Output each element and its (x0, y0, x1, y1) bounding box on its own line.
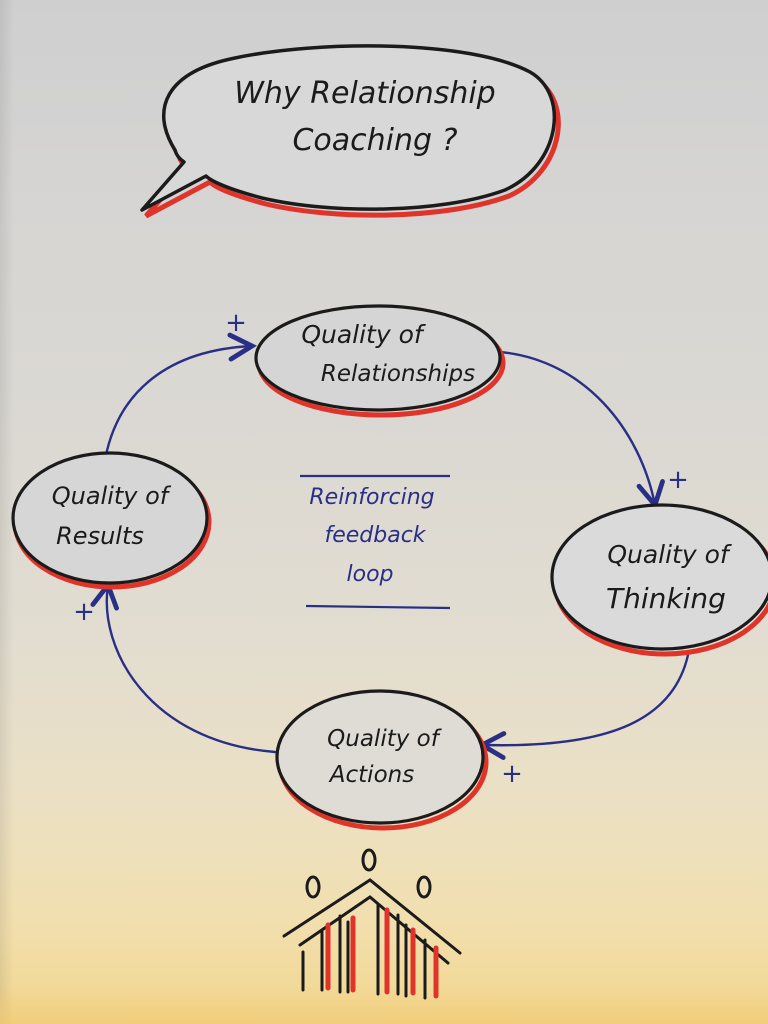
node-thinking-line-1: Quality of (607, 540, 732, 569)
arrow-relationships-to-thinking (498, 350, 655, 505)
arrow-thinking-to-actions (482, 653, 690, 745)
node-results-line-1: Quality of (52, 482, 172, 510)
plus-sign-relationships: + (225, 308, 247, 338)
title-line-1: Why Relationship (234, 76, 495, 111)
sheet-edge (0, 0, 14, 1024)
node-thinking-line-2: Thinking (606, 582, 726, 615)
node-quality-of-thinking: Quality of Thinking (550, 503, 768, 657)
center-bottom-rule (305, 604, 451, 610)
node-results-line-2: Results (56, 522, 144, 550)
center-line-2: feedback (324, 523, 426, 548)
node-actions-line-1: Quality of (327, 726, 442, 752)
title-line-2: Coaching ? (292, 123, 457, 158)
node-quality-of-results: Quality of Results (11, 451, 212, 590)
plus-sign-actions: + (501, 759, 523, 789)
plus-sign-thinking: + (667, 465, 689, 495)
plus-sign-results: + (73, 597, 95, 627)
center-label: Reinforcing feedback loop (300, 474, 451, 610)
node-quality-of-actions: Quality of Actions (275, 689, 489, 831)
center-line-3: loop (347, 562, 394, 587)
node-actions-line-2: Actions (328, 762, 414, 788)
arrow-actions-to-results (107, 585, 277, 754)
arrow-results-to-relationships (103, 346, 252, 462)
node-quality-of-relationships: Quality of Relationships (254, 304, 506, 418)
speech-bubble-icon (140, 44, 561, 219)
node-relationships-line-1: Quality of (301, 320, 426, 349)
sheet-bottom-glow (0, 988, 768, 1024)
center-line-1: Reinforcing (309, 485, 434, 510)
people-house-icon (282, 848, 462, 1000)
node-relationships-line-2: Relationships (321, 361, 475, 387)
